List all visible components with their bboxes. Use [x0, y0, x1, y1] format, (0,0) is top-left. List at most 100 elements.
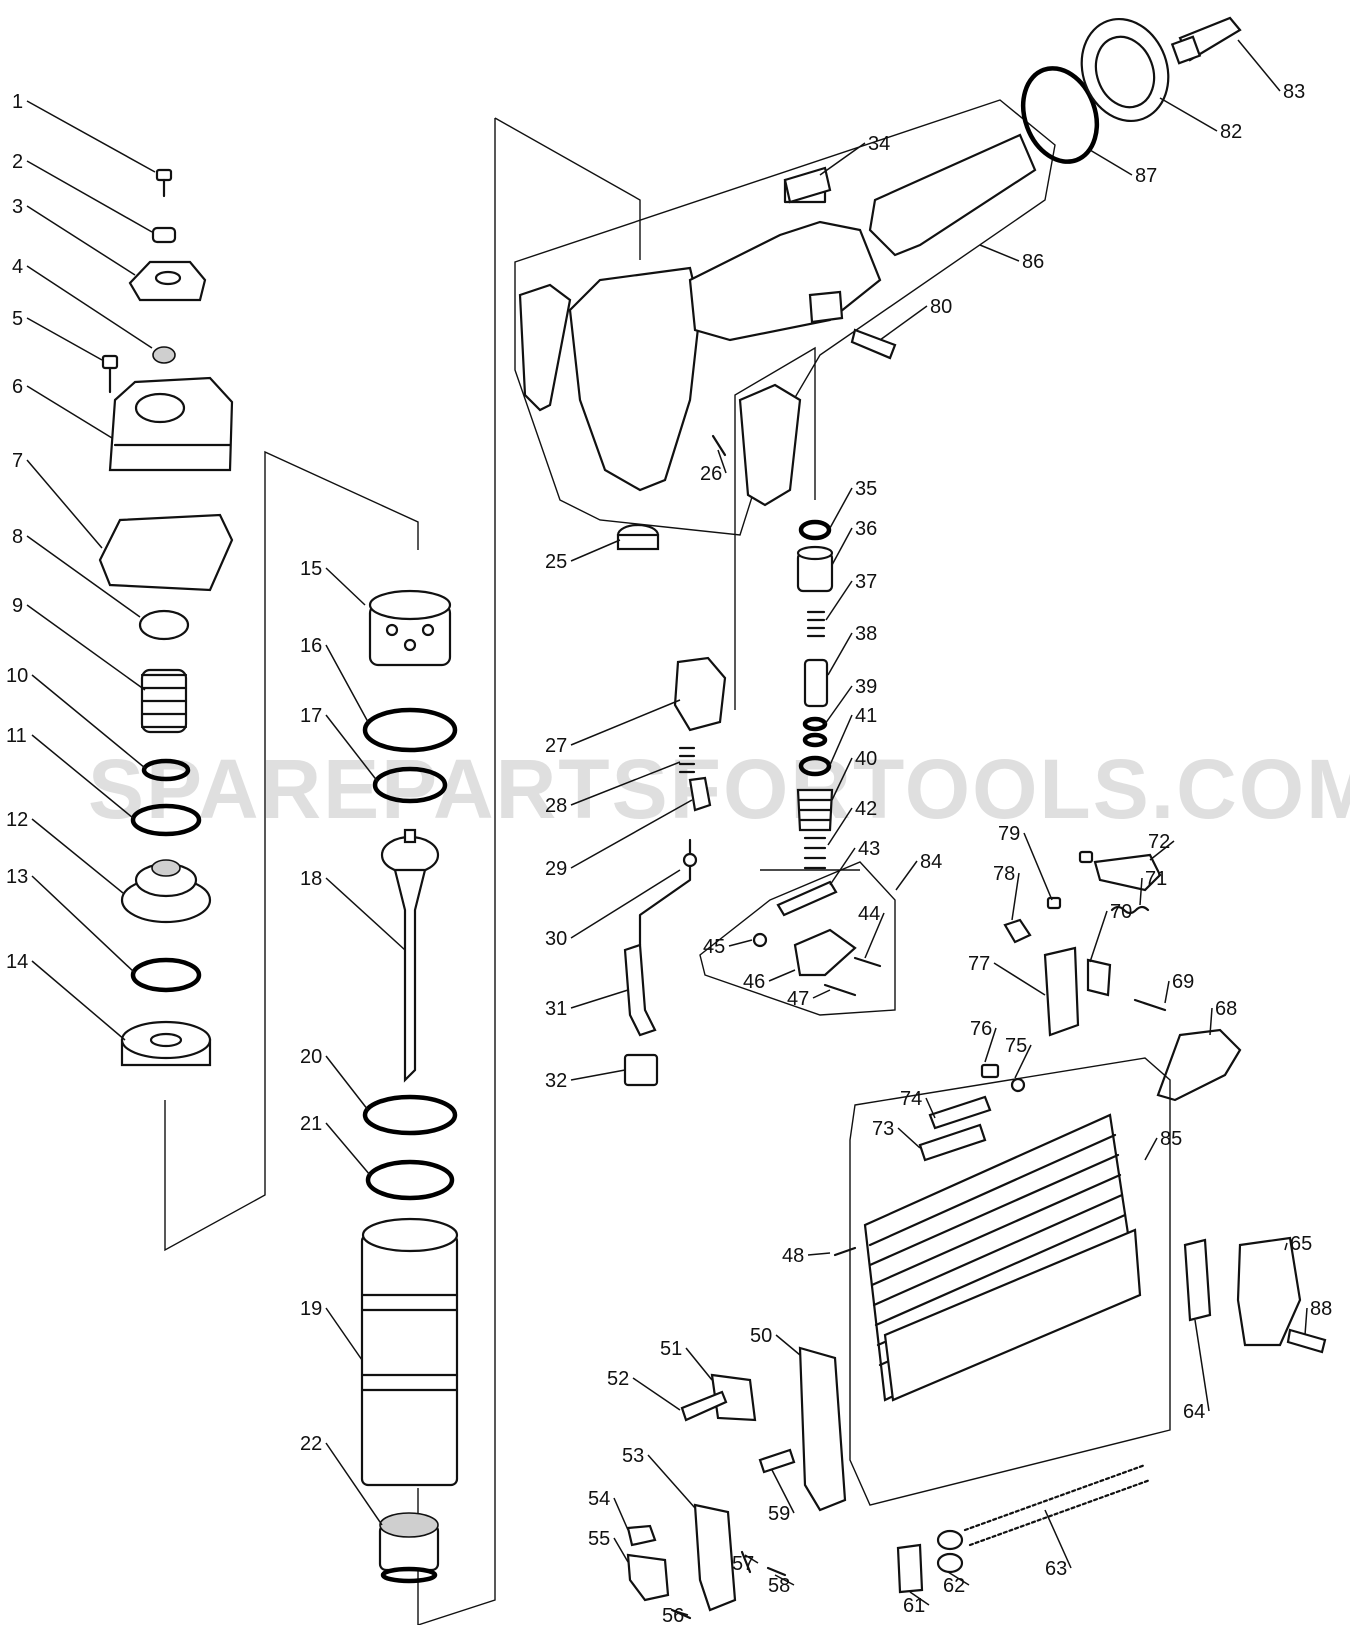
leader-37	[825, 580, 853, 621]
callout-52: 52	[607, 1368, 629, 1390]
part-88-screw	[1286, 1328, 1327, 1354]
leader-88	[1304, 1307, 1308, 1336]
callout-58: 58	[768, 1575, 790, 1597]
callout-5: 5	[12, 308, 23, 330]
part-31-trigger	[623, 943, 657, 1037]
part-18-piston-driver	[380, 828, 440, 1083]
callout-36: 36	[855, 518, 877, 540]
part-3-adjuster-knob	[128, 260, 207, 302]
callout-25: 25	[545, 551, 567, 573]
callout-86: 86	[1022, 251, 1044, 273]
callout-4: 4	[12, 256, 23, 278]
callout-13: 13	[6, 866, 28, 888]
callout-82: 82	[1220, 121, 1242, 143]
part-70-lock-lever	[1086, 958, 1112, 997]
leader-3	[26, 205, 136, 276]
leader-54	[613, 1497, 629, 1531]
callout-76: 76	[970, 1018, 992, 1040]
part-14-valve-seat	[120, 1020, 212, 1067]
part-21-o-ring	[365, 1159, 455, 1201]
leader-57	[744, 1554, 759, 1564]
part-83-air-fitting	[1170, 16, 1242, 65]
leader-25	[570, 539, 621, 562]
part-85-magazine-assembly	[849, 1057, 1171, 1506]
part-71-spring	[1110, 905, 1150, 915]
callout-22: 22	[300, 1433, 322, 1455]
callout-18: 18	[300, 868, 322, 890]
leader-15	[325, 567, 366, 606]
leader-43	[829, 847, 856, 886]
part-68-latch	[1156, 1028, 1242, 1102]
leader-69	[1164, 980, 1170, 1004]
leader-18	[325, 877, 406, 951]
callout-70: 70	[1110, 901, 1132, 923]
leader-12	[31, 818, 124, 894]
leader-77	[993, 962, 1046, 996]
part-40-valve-body	[796, 788, 834, 832]
callout-34: 34	[868, 133, 890, 155]
callout-30: 30	[545, 928, 567, 950]
callout-16: 16	[300, 635, 322, 657]
part-82-end-cap	[1080, 17, 1170, 123]
leader-32	[570, 1069, 626, 1081]
leader-82	[1159, 97, 1218, 132]
leader-63	[1044, 1509, 1072, 1569]
leader-62	[947, 1571, 970, 1586]
leader-46	[768, 969, 796, 982]
leader-71	[1139, 877, 1143, 906]
part-5-bolt	[101, 354, 119, 394]
leader-17	[325, 714, 379, 783]
callout-63: 63	[1045, 1558, 1067, 1580]
callout-38: 38	[855, 623, 877, 645]
leader-36	[831, 527, 853, 566]
leader-28	[570, 761, 681, 806]
callout-53: 53	[622, 1445, 644, 1467]
callout-27: 27	[545, 735, 567, 757]
part-37-spring	[806, 610, 826, 638]
part-65-cap	[1236, 1236, 1302, 1347]
leader-26	[717, 449, 727, 474]
callout-32: 32	[545, 1070, 567, 1092]
callout-15: 15	[300, 558, 322, 580]
callout-31: 31	[545, 998, 567, 1020]
leader-78	[1011, 872, 1020, 921]
leader-22	[325, 1442, 383, 1526]
callout-80: 80	[930, 296, 952, 318]
leader-42	[827, 807, 853, 846]
callout-75: 75	[1005, 1035, 1027, 1057]
part-39-o-ring-b	[802, 732, 828, 748]
callout-59: 59	[768, 1503, 790, 1525]
leader-1	[26, 100, 156, 173]
part-10-o-ring	[141, 758, 191, 782]
leader-14	[31, 960, 126, 1041]
callout-28: 28	[545, 795, 567, 817]
callout-55: 55	[588, 1528, 610, 1550]
part-30-trigger-lever	[638, 838, 698, 947]
part-52-screw	[680, 1390, 728, 1422]
part-58-pin	[766, 1566, 787, 1577]
leader-11	[31, 734, 134, 819]
callout-14: 14	[6, 951, 28, 973]
callout-44: 44	[858, 903, 880, 925]
callout-48: 48	[782, 1245, 804, 1267]
callout-62: 62	[943, 1575, 965, 1597]
part-43-lever	[776, 880, 838, 917]
part-2-washer	[151, 226, 177, 244]
part-12-piston-valve	[120, 859, 212, 924]
callout-84: 84	[920, 851, 942, 873]
leader-80	[879, 305, 928, 341]
callout-6: 6	[12, 376, 23, 398]
part-76-screw	[980, 1063, 1000, 1079]
leader-76	[984, 1027, 997, 1063]
leader-85	[1144, 1137, 1158, 1161]
callout-39: 39	[855, 676, 877, 698]
leader-4	[26, 265, 153, 349]
leader-35	[829, 487, 853, 529]
leader-75	[1014, 1044, 1032, 1079]
leader-8	[26, 535, 141, 618]
leader-59	[771, 1469, 795, 1514]
part-74-label	[928, 1095, 992, 1130]
leader-6	[26, 385, 113, 439]
leader-21	[325, 1122, 371, 1176]
leader-56	[671, 1609, 689, 1616]
